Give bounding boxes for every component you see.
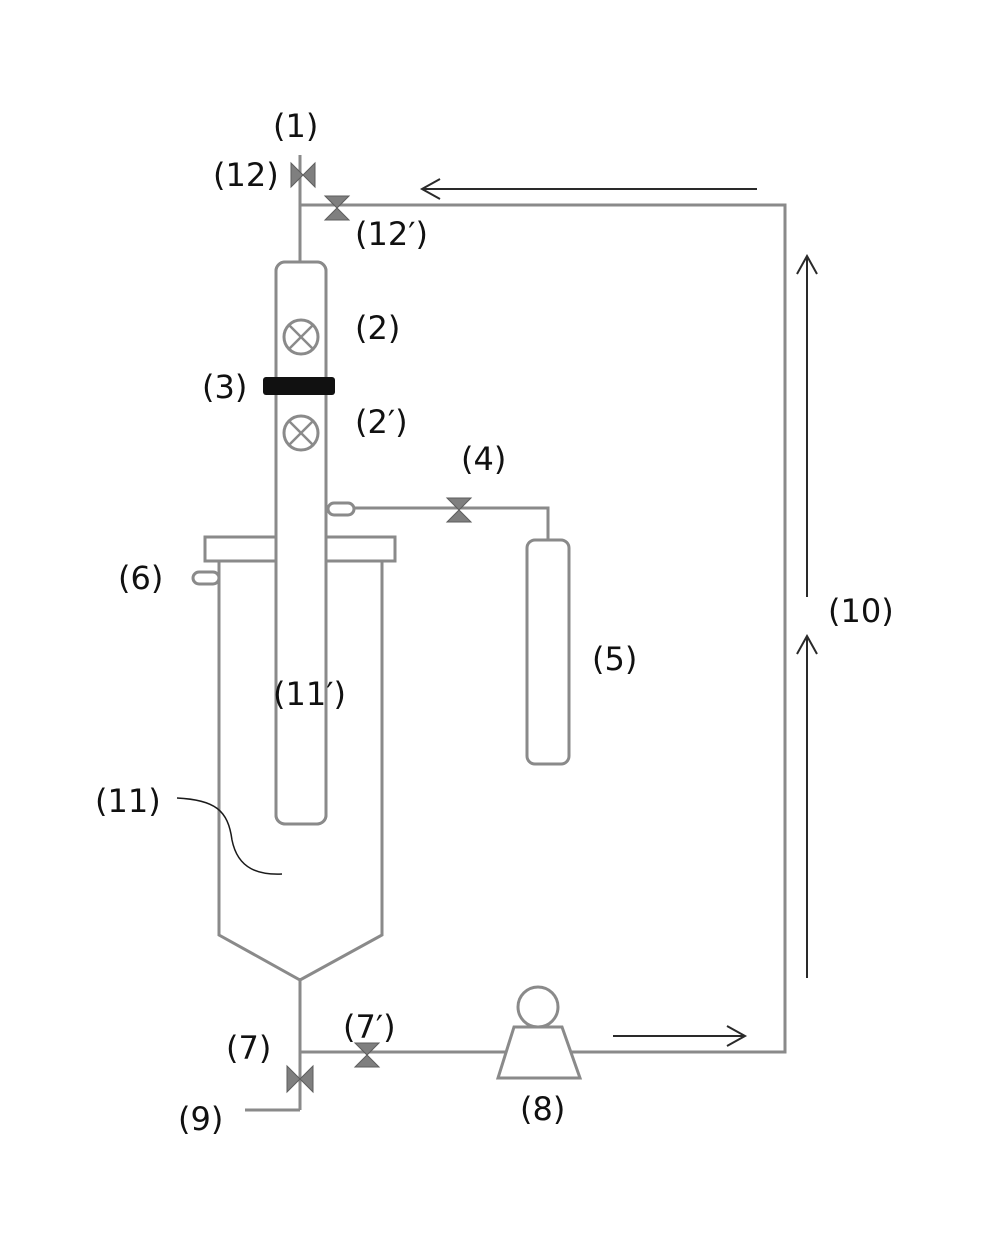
labels: (1) (12) (12′) (2) (3) (2′) (4) (6) (10)… xyxy=(95,107,894,1138)
valve-7-prime[interactable] xyxy=(355,1043,379,1067)
label-5: (5) xyxy=(592,640,637,678)
flow-arrows xyxy=(422,179,817,1046)
arrow-up-icon xyxy=(797,256,817,597)
label-2-prime: (2′) xyxy=(355,403,408,441)
static-mixer-upper xyxy=(284,320,318,354)
filter-band xyxy=(263,377,335,395)
gas-inlet-port xyxy=(328,503,354,515)
static-mixer-lower xyxy=(284,416,318,450)
label-12: (12) xyxy=(213,156,279,194)
label-7: (7) xyxy=(226,1029,271,1067)
label-9: (9) xyxy=(178,1100,223,1138)
label-4: (4) xyxy=(461,440,506,478)
label-1: (1) xyxy=(273,107,318,145)
arrow-right-icon xyxy=(613,1026,745,1046)
arrow-left-icon xyxy=(422,179,757,199)
pump-motor xyxy=(518,987,558,1027)
side-port xyxy=(193,572,219,584)
pump-base xyxy=(498,1027,580,1078)
valve-12-prime[interactable] xyxy=(325,196,349,220)
label-6: (6) xyxy=(118,559,163,597)
label-12-prime: (12′) xyxy=(355,215,428,253)
gas-cylinder xyxy=(527,540,569,764)
label-2: (2) xyxy=(355,309,400,347)
valve-4[interactable] xyxy=(447,498,471,522)
pump xyxy=(498,987,580,1078)
label-3: (3) xyxy=(202,368,247,406)
arrow-up-icon xyxy=(797,636,817,978)
label-11-prime: (11′) xyxy=(273,675,346,713)
label-8: (8) xyxy=(520,1090,565,1128)
valve-12[interactable] xyxy=(291,163,315,187)
label-7-prime: (7′) xyxy=(343,1008,396,1046)
label-11: (11) xyxy=(95,782,161,820)
label-10: (10) xyxy=(828,592,894,630)
gas-feed-line xyxy=(352,508,548,540)
label-11-leader xyxy=(177,798,282,874)
